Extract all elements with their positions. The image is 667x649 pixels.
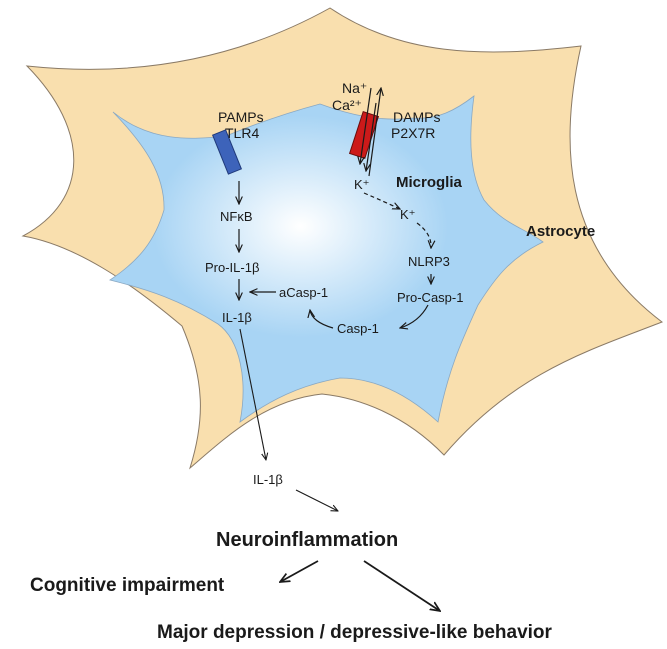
potassium-extracellular-label: K⁺ [400,207,416,222]
ion-influx-arrow-1 [360,87,372,164]
arrow-casp1-to-acasp1 [310,310,334,329]
arrow-to-cognitive-impairment [280,560,319,582]
sodium-ion-label: Na⁺ [342,80,367,96]
il1b-released-label: IL-1β [253,472,283,487]
pro-casp1-label: Pro-Casp-1 [397,290,463,305]
tlr4-receptor [211,129,243,175]
arrow-il1b-release [239,328,266,460]
damps-label: DAMPs [393,109,440,125]
cognitive-impairment-label: Cognitive impairment [30,575,225,596]
astrocyte-label: Astrocyte [526,223,595,240]
calcium-ion-label: Ca²⁺ [332,97,362,113]
casp1-label: Casp-1 [337,321,379,336]
neuroinflammation-label: Neuroinflammation [216,529,398,551]
p2x7r-label: P2X7R [391,125,435,141]
ion-influx-arrow-2 [366,102,377,171]
arrow-k-to-k [363,192,400,209]
pamps-label: PAMPs [218,109,264,125]
tlr4-label: TLR4 [225,125,259,141]
pro-il1b-label: Pro-IL-1β [205,260,259,275]
nfkb-label: NFκB [220,209,253,224]
arrow-pro-casp1-to-casp1 [400,304,429,328]
k-efflux-arrow [368,88,381,177]
potassium-intracellular-label: K⁺ [354,177,370,192]
nlrp3-label: NLRP3 [408,254,450,269]
il1b-intracellular-label: IL-1β [222,310,252,325]
acasp1-label: aCasp-1 [279,285,328,300]
arrow-to-depression [363,560,440,611]
arrow-il1b-to-neuroinflammation [295,489,338,511]
arrow-k-to-nlrp3 [416,222,431,248]
microglia-label: Microglia [396,174,463,191]
microglia-cell [109,95,544,423]
depression-label: Major depression / depressive-like behav… [157,622,553,643]
